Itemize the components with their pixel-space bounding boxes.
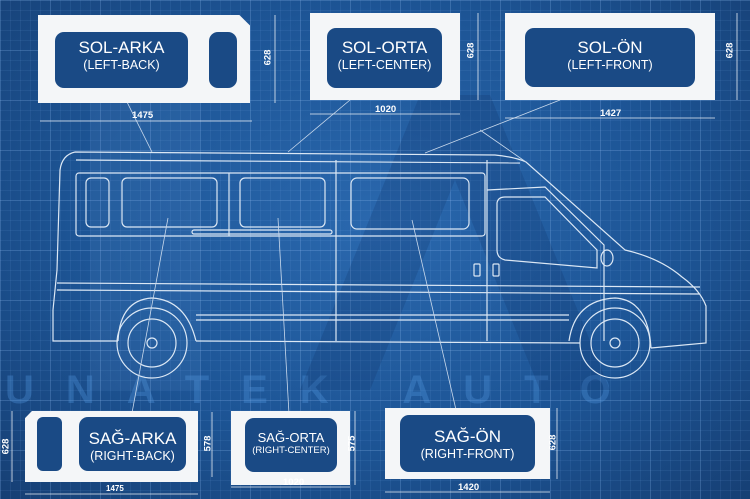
panel-sag-orta — [231, 411, 350, 485]
front-passenger-window — [350, 177, 470, 230]
window-band — [75, 172, 486, 237]
sliding-door-rail — [191, 229, 333, 235]
panel-title: SAĞ-ARKA — [88, 429, 177, 448]
height-dimension: 628 — [262, 49, 274, 66]
height-dimension: 628 — [724, 42, 736, 59]
watermark-shape — [300, 95, 610, 390]
inner-height-dimension: 578 — [202, 435, 214, 452]
panel-subtitle: (RIGHT-CENTER) — [252, 444, 330, 456]
leader-line — [411, 219, 464, 441]
width-dimension: 1420 — [458, 482, 480, 493]
panel-sol-on — [505, 13, 715, 100]
door-handle — [473, 263, 481, 277]
panel-sag-arka — [25, 411, 198, 482]
panel-title: SOL-ARKA — [78, 38, 165, 57]
watermark-shape — [90, 90, 200, 390]
van-body-outline — [52, 151, 707, 349]
rear-big-window — [121, 177, 218, 228]
rear-wheel — [116, 307, 188, 379]
front-wheel — [579, 307, 651, 379]
height-dimension: 628 — [465, 42, 477, 59]
panel-subtitle: (RIGHT-BACK) — [90, 448, 175, 463]
panel-subtitle: (RIGHT-FRONT) — [420, 446, 515, 461]
width-dimension: 1427 — [600, 108, 622, 119]
panel-title: SAĞ-ORTA — [257, 430, 325, 445]
cab-window — [496, 196, 598, 269]
panel-title: SOL-ÖN — [577, 38, 643, 57]
watermark: UNATEK AUTO — [5, 368, 643, 412]
leader-line — [479, 129, 527, 163]
panel-sag-on — [385, 408, 550, 479]
front-wheel-arch — [568, 297, 652, 349]
rear-small-window — [85, 177, 110, 228]
leader-line — [424, 99, 561, 154]
leader-line — [287, 99, 351, 153]
width-dimension: 1475 — [132, 110, 154, 121]
middle-window — [239, 177, 326, 228]
panel-subtitle: (LEFT-CENTER) — [337, 57, 432, 72]
panel-sol-orta — [310, 13, 460, 100]
width-dimension: 1020 — [375, 104, 397, 115]
height-dimension: 575 — [346, 435, 358, 452]
leader-line — [277, 217, 291, 433]
width-dimension: 1475 — [106, 484, 124, 493]
leader-line — [126, 217, 169, 441]
panel-sol-arka — [38, 15, 250, 103]
width-dimension: 1020 — [283, 477, 305, 488]
rear-wheel-arch — [117, 297, 197, 342]
panel-title: SOL-ORTA — [341, 38, 428, 57]
panel-subtitle: (LEFT-FRONT) — [567, 57, 653, 72]
panel-subtitle: (LEFT-BACK) — [83, 57, 160, 72]
headlight — [600, 249, 614, 267]
panel-title: SAĞ-ÖN — [433, 427, 502, 446]
door-handle — [492, 263, 500, 277]
height-dimension: 628 — [547, 434, 559, 451]
height-dimension: 628 — [0, 438, 12, 455]
